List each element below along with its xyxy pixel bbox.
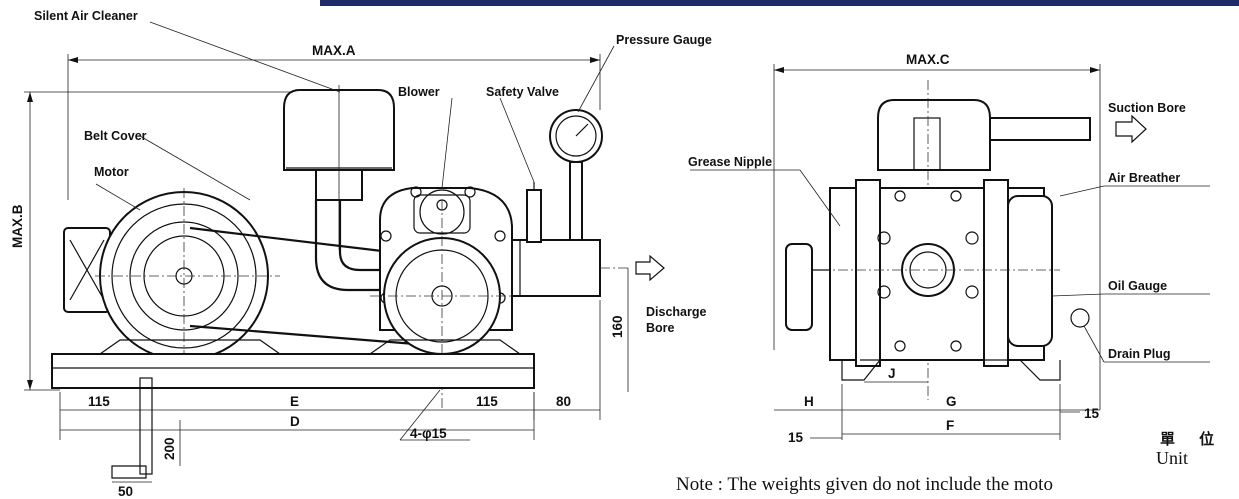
dim-115-right: 115 [476, 394, 498, 409]
dim-15-left: 15 [788, 430, 804, 445]
label-grease-nipple: Grease Nipple [688, 155, 772, 169]
weight-note: Note : The weights given do not include … [676, 474, 1053, 495]
dim-g: G [946, 394, 957, 409]
label-oil-gauge: Oil Gauge [1108, 279, 1167, 293]
dim-115-left: 115 [88, 394, 110, 409]
dim-160: 160 [610, 315, 625, 338]
dim-50: 50 [118, 484, 133, 499]
label-belt-cover: Belt Cover [84, 129, 147, 143]
dim-h: H [804, 394, 814, 409]
header-bar [320, 0, 1239, 6]
dim-max-b: MAX.B [10, 204, 25, 248]
dim-d: D [290, 414, 300, 429]
label-air-breather: Air Breather [1108, 171, 1180, 185]
dim-200: 200 [162, 437, 177, 460]
label-suction-bore: Suction Bore [1108, 101, 1186, 115]
label-discharge: Discharge [646, 305, 706, 319]
label-pressure-gauge: Pressure Gauge [616, 33, 712, 47]
label-drain-plug: Drain Plug [1108, 347, 1171, 361]
unit-chinese: 單 位 mm [1160, 431, 1239, 448]
label-safety-valve: Safety Valve [486, 85, 559, 99]
dim-j: J [888, 366, 896, 381]
label-silent-air-cleaner: Silent Air Cleaner [34, 9, 138, 23]
label-blower: Blower [398, 85, 440, 99]
side-view: MAX.A MAX.B [10, 21, 665, 499]
dim-max-c: MAX.C [906, 52, 950, 67]
dim-15-right: 15 [1084, 406, 1100, 421]
front-view: MAX.C [690, 52, 1210, 445]
dim-max-a: MAX.A [312, 43, 356, 58]
front-bolts [877, 190, 1090, 352]
dim-f: F [946, 418, 954, 433]
dim-e: E [290, 394, 299, 409]
unit-english: Unit [1156, 448, 1189, 468]
dim-holes: 4-φ15 [410, 426, 447, 441]
label-motor: Motor [94, 165, 129, 179]
dim-80: 80 [556, 394, 571, 409]
label-bore: Bore [646, 321, 675, 335]
